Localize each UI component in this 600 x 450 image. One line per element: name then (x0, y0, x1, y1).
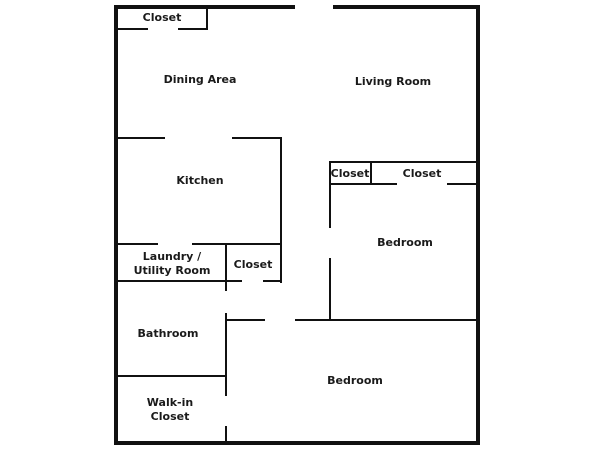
kitchen-bottom-wall-right (192, 243, 282, 245)
room-label-bathroom: Bathroom (137, 327, 199, 340)
bedroom1-left-wall-bottom (329, 258, 331, 320)
room-label-bedroom-1: Bedroom (377, 236, 433, 249)
closets-bottom-wall-right (447, 183, 477, 185)
closets-divider (370, 161, 372, 184)
room-label-living-room: Living Room (354, 75, 432, 88)
room-label-closet-wide: Closet (402, 167, 442, 180)
bedroom2-top-wall-right (295, 319, 477, 321)
room-label-laundry: Laundry / Utility Room (134, 250, 211, 278)
room-label-closet-top: Closet (142, 11, 182, 24)
laundry-bottom-wall (118, 280, 242, 282)
outer-wall-bottom (114, 441, 480, 445)
outer-wall-right (476, 5, 480, 445)
kitchen-top-wall-right (232, 137, 282, 139)
room-label-laundry-line2: Utility Room (133, 264, 211, 277)
room-label-bedroom-2: Bedroom (327, 374, 383, 387)
room-label-closet-small: Closet (330, 167, 370, 180)
closets-bottom-wall-left (331, 183, 397, 185)
closets-top-wall (329, 161, 477, 163)
closet-top-bottom-wall-left (118, 28, 148, 30)
room-label-laundry-line1: Laundry / (142, 250, 202, 263)
outer-wall-top-right (333, 5, 480, 9)
kitchen-right-wall (280, 137, 282, 283)
outer-wall-top-left (114, 5, 295, 9)
closet-top-bottom-wall-right (178, 28, 208, 30)
kitchen-bottom-wall-left (118, 243, 158, 245)
kitchen-top-wall-left (118, 137, 165, 139)
bedroom2-top-wall-left (225, 319, 265, 321)
outer-wall-left (114, 5, 118, 445)
closet-mid-bottom-wall (263, 280, 282, 282)
room-label-kitchen: Kitchen (176, 174, 224, 187)
closet-top-right-wall (206, 8, 208, 30)
walkin-right-wall-bottom (225, 426, 227, 442)
bedroom1-left-wall-top (329, 163, 331, 228)
room-label-closet-mid: Closet (233, 258, 273, 271)
room-label-dining-area: Dining Area (163, 73, 237, 86)
bathroom-right-wall (225, 313, 227, 396)
laundry-closet-divider (225, 245, 227, 291)
bathroom-walkin-divider (118, 375, 226, 377)
room-label-walkin: Walk-in Closet (147, 396, 193, 424)
room-label-walkin-line2: Closet (150, 410, 190, 423)
room-label-walkin-line1: Walk-in (146, 396, 194, 409)
